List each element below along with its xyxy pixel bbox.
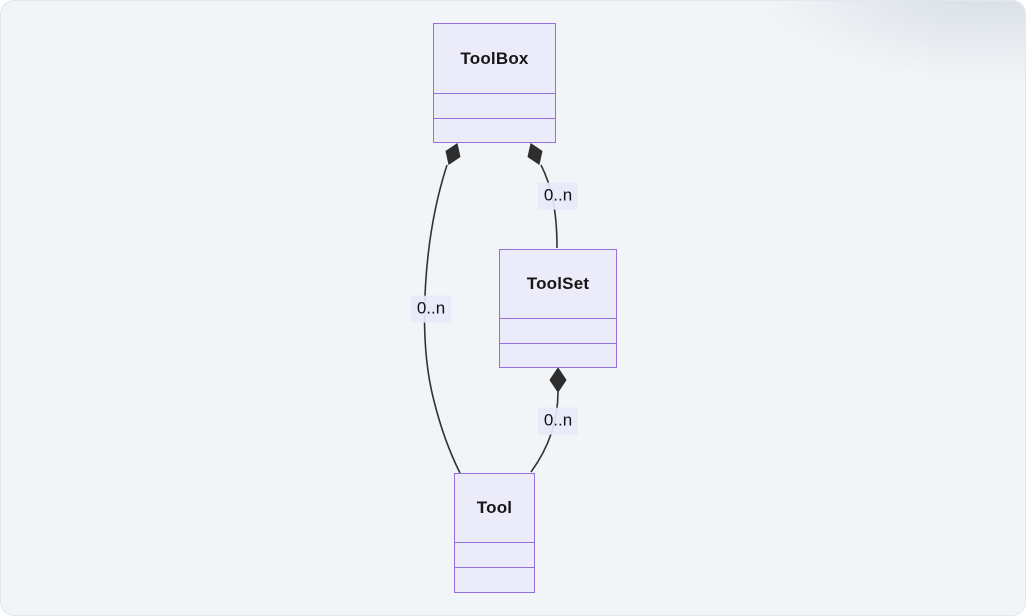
- class-title: ToolSet: [526, 274, 590, 293]
- edge-label-toolbox-tool: 0..n: [410, 295, 452, 323]
- class-node-toolset: ToolSet: [499, 249, 617, 368]
- class-node-tool: Tool: [454, 473, 535, 593]
- class-attributes-compartment: [434, 93, 555, 118]
- edge-label-toolset-tool: 0..n: [537, 407, 579, 435]
- corner-shade-gradient: [605, 1, 1025, 231]
- class-node-toolbox: ToolBox: [433, 23, 556, 143]
- edge-label-toolbox-toolset: 0..n: [537, 182, 579, 210]
- composition-diamond-toolbox-tool: [445, 142, 461, 166]
- class-title: Tool: [476, 498, 513, 517]
- class-methods-compartment: [455, 567, 534, 592]
- class-methods-compartment: [500, 342, 616, 368]
- composition-diamond-toolset-tool: [549, 367, 567, 393]
- composition-diamond-toolbox-toolset: [527, 142, 543, 166]
- class-title: ToolBox: [460, 48, 529, 68]
- class-attributes-compartment: [500, 318, 616, 343]
- class-attributes-compartment: [455, 542, 534, 567]
- class-methods-compartment: [434, 117, 555, 143]
